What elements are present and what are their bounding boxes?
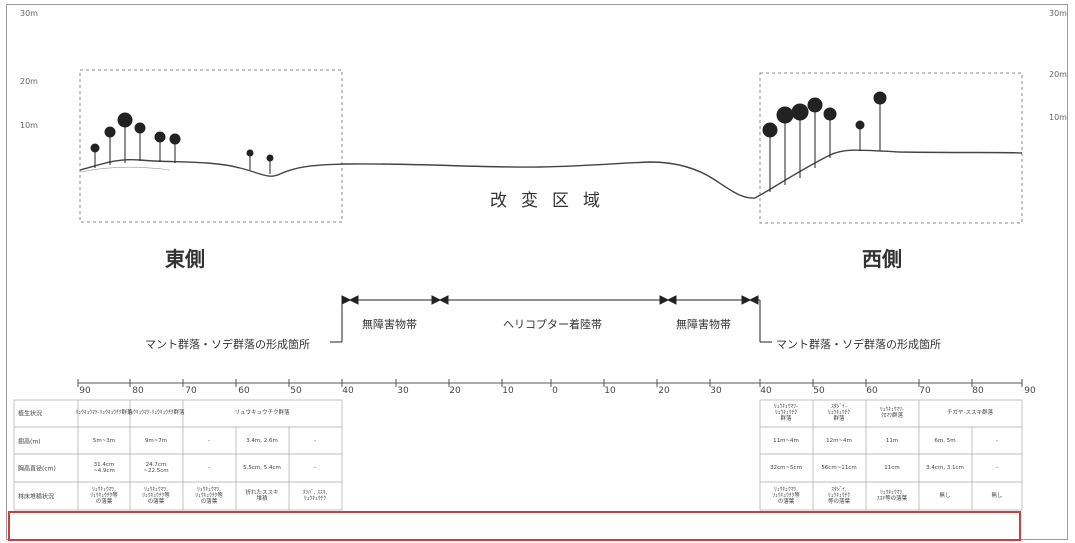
y-label-30m-right: 30m xyxy=(1049,9,1067,18)
table-grid xyxy=(13,399,1023,511)
east-cell: 5.5cm, 5.4cm xyxy=(243,465,281,471)
scale-tick: 70 xyxy=(185,386,197,396)
highlight-box xyxy=(8,511,1021,541)
west-side-label: 西側 xyxy=(862,247,902,271)
west-dashed-box xyxy=(759,72,1023,224)
scale-ticks xyxy=(77,379,1023,387)
east-cell: 5m~3m xyxy=(92,438,116,444)
helicopter-landing-zone-label: ヘリコプター着陸帯 xyxy=(503,318,602,331)
scale-tick: 50 xyxy=(290,386,302,396)
scale-tick: 80 xyxy=(132,386,144,396)
scale-tick: 90 xyxy=(79,386,91,396)
altered-zone-label: 改変区域 xyxy=(490,191,614,211)
scale-tick: 10 xyxy=(502,386,514,396)
west-cell: 11m~4m xyxy=(773,438,799,444)
east-cell: - xyxy=(314,438,316,444)
scale-tick: 90 xyxy=(1024,386,1036,396)
scale-tick: 50 xyxy=(813,386,825,396)
east-side-label: 東側 xyxy=(165,247,205,271)
scale-tick: 80 xyxy=(972,386,984,396)
west-cell: ﾘｭｳｷｭｳﾏﾂ, ﾘｭｳｷｭｳﾁｸ等 の落葉 xyxy=(772,487,800,505)
scale-tick: 20 xyxy=(449,386,461,396)
y-label-10m-left: 10m xyxy=(20,121,38,130)
y-label-30m-left: 30m xyxy=(20,9,38,18)
terrain-hatch-east xyxy=(79,166,171,173)
west-vegetation xyxy=(762,91,887,192)
mantle-community-left-label: マント群落・ソデ群落の形成箇所 xyxy=(145,338,310,351)
west-cell: 3.4cm, 3.1cm xyxy=(926,465,964,471)
west-cell: 56cm~11cm xyxy=(821,465,857,471)
west-cell: 32cm~5cm xyxy=(770,465,802,471)
east-cell: ﾘｭｳｷｭｳﾏﾂ, ﾘｭｳｷｭｳﾁｸ等 の落葉 xyxy=(195,487,223,505)
west-cell: - xyxy=(996,438,998,444)
scale-tick: 20 xyxy=(658,386,670,396)
east-cell: 24.7cm ~22.5cm xyxy=(143,462,169,474)
east-cell: ﾎｿﾊﾞ, ｽｽｷ, ﾘｭｳｷｭｳﾁｸ xyxy=(302,490,328,502)
east-cell: ﾘｭｳｷｭｳﾏﾂ-ﾘｭｳｷｭｳﾁｸ群落 xyxy=(127,410,185,416)
west-cell: 6m, 5m xyxy=(934,438,956,444)
east-cell: - xyxy=(208,438,210,444)
band-arrows xyxy=(330,295,772,343)
scale-tick: 70 xyxy=(919,386,931,396)
east-cell: 折れたススキ 堆積 xyxy=(245,490,279,502)
east-cell: - xyxy=(208,465,210,471)
no-obstacle-zone-right-label: 無障害物帯 xyxy=(676,318,731,331)
east-cell: 9m~7m xyxy=(144,438,168,444)
scale-tick: 0 xyxy=(552,386,558,396)
scale-tick: 40 xyxy=(342,386,354,396)
east-cell: 3.4m, 2.6m xyxy=(246,438,278,444)
terrain-profile xyxy=(79,149,1023,199)
y-label-10m-right: 10m xyxy=(1049,113,1067,122)
y-label-20m-right: 20m xyxy=(1049,70,1067,79)
east-cell: ﾘｭｳｷｭｳﾏﾂ-ﾘｭｳｷｭｳﾁｸ群落 xyxy=(75,410,133,416)
west-cell: ﾘｭｳｷｭｳﾏﾂ- ｸﾛﾏﾂ群落 xyxy=(880,407,904,419)
row-header-tree-height: 樹高(m) xyxy=(18,438,41,446)
east-cell: - xyxy=(314,465,316,471)
scale-tick: 60 xyxy=(238,386,250,396)
scale-tick: 60 xyxy=(866,386,878,396)
west-cell: ﾘｭｳｷｭｳﾏﾂ- ﾘｭｳｷｭｳﾁｸ 群落 xyxy=(774,404,798,422)
east-cell: リュウキュウチク群落 xyxy=(234,410,290,416)
west-cell: ｽﾀｼﾞｲ- ﾘｭｳｷｭｳﾁｸ 群落 xyxy=(827,404,851,422)
west-cell: 無し xyxy=(991,493,1003,499)
east-dashed-box xyxy=(79,69,343,223)
scale-tick: 10 xyxy=(604,386,616,396)
east-cell: ﾘｭｳｷｭｳﾏﾂ, ﾘｭｳｷｭｳﾁｸ等 の落葉 xyxy=(142,487,170,505)
no-obstacle-zone-left-label: 無障害物帯 xyxy=(362,318,417,331)
east-vegetation xyxy=(90,112,274,174)
row-header-floor-litter: 林床堆積状況 xyxy=(18,493,55,501)
mantle-community-right-label: マント群落・ソデ群落の形成箇所 xyxy=(776,338,941,351)
row-header-vegetation: 植生状況 xyxy=(18,410,43,418)
west-cell: ﾘｭｳｷｭｳﾏﾂ, ｽｽｷ等の落葉 xyxy=(876,490,908,502)
east-cell: 31.4cm ~4.9cm xyxy=(93,462,115,474)
scale-tick: 30 xyxy=(397,386,409,396)
east-cell: ﾘｭｳｷｭｳﾏﾂ, ﾘｭｳｷｭｳﾁｸ等 の落葉 xyxy=(90,487,118,505)
row-header-dbh: 胸高直径(cm) xyxy=(18,465,56,473)
west-cell: 無し xyxy=(939,493,951,499)
scale-tick: 30 xyxy=(710,386,722,396)
west-cell: - xyxy=(996,465,998,471)
scale-tick: 40 xyxy=(760,386,772,396)
west-cell: 11cm xyxy=(884,465,900,471)
west-cell: ｽﾀｼﾞｲ, ﾘｭｳｷｭｳﾁｸ 等の落葉 xyxy=(827,487,851,505)
west-cell: チガヤ-ススキ群落 xyxy=(947,410,993,416)
west-cell: 11m xyxy=(885,438,899,444)
y-label-20m-left: 20m xyxy=(20,77,38,86)
west-cell: 12m~4m xyxy=(826,438,852,444)
